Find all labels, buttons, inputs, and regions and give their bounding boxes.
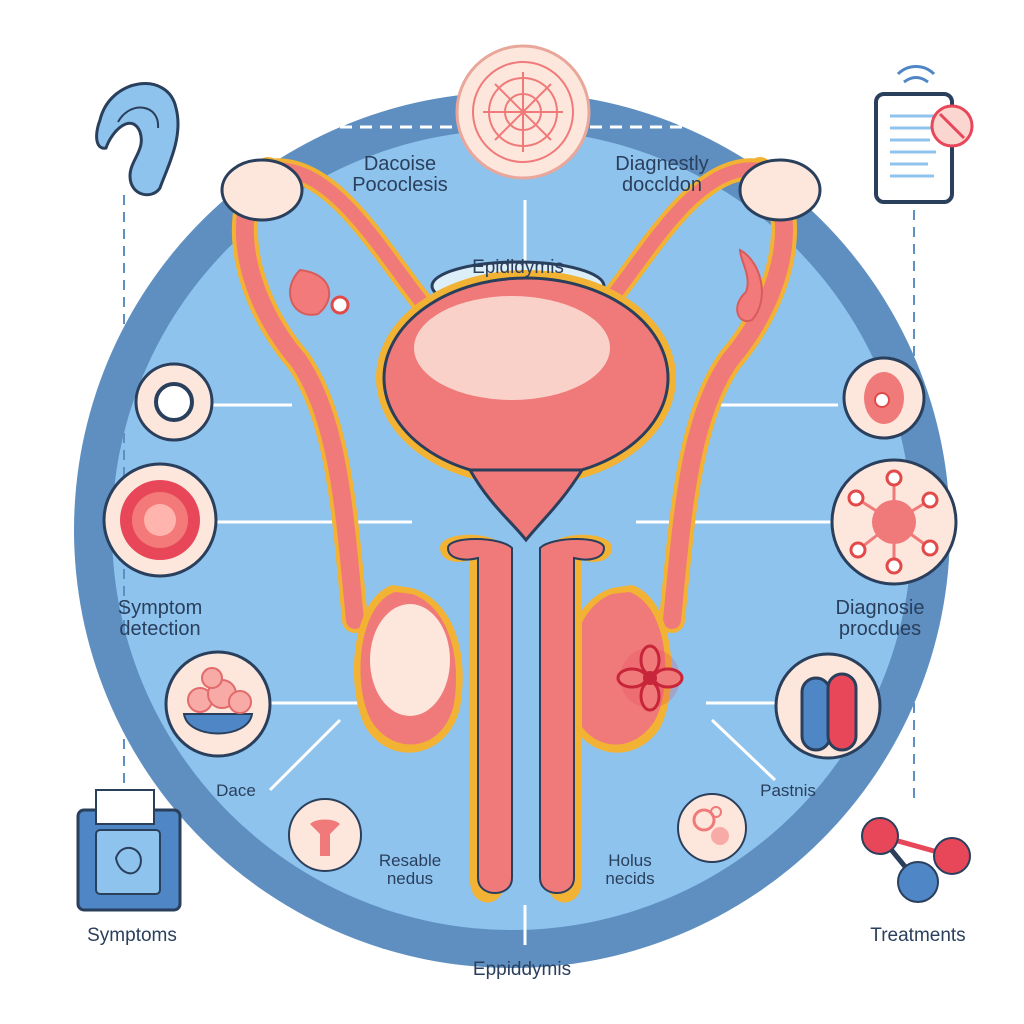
label-pastnis: Pastnis (760, 781, 816, 800)
right-callout-1 (842, 356, 926, 440)
left-shaft (446, 538, 513, 894)
inner-circle (112, 130, 912, 930)
label-treatments: Treatments (870, 925, 966, 946)
right-callout-2 (830, 458, 958, 586)
left-vesicle (289, 268, 331, 316)
uterus-callout (288, 798, 362, 872)
right-cap (738, 158, 822, 222)
right-shaft (539, 538, 606, 894)
phone-icon (874, 65, 974, 204)
folder-icon (76, 789, 182, 912)
capsule-callout (774, 652, 882, 760)
right-testis (569, 592, 666, 745)
label-epididymis-top: Epididymis (472, 257, 564, 278)
left-callout-ring (134, 362, 214, 442)
top-callout (455, 44, 591, 180)
molecule-icon (861, 817, 971, 903)
prostate (467, 468, 585, 543)
testis-flower (616, 644, 684, 712)
bubbles-callout (677, 793, 747, 863)
right-vesicle (736, 248, 763, 323)
label-symptoms: Symptoms (87, 925, 177, 946)
ear-icon (95, 82, 180, 197)
left-cap (220, 158, 304, 222)
bowl-callout (164, 650, 272, 758)
left-callout-cell (102, 462, 218, 578)
label-eppiddymis: Eppiddymis (472, 959, 572, 980)
label-dace: Dace (216, 781, 256, 800)
